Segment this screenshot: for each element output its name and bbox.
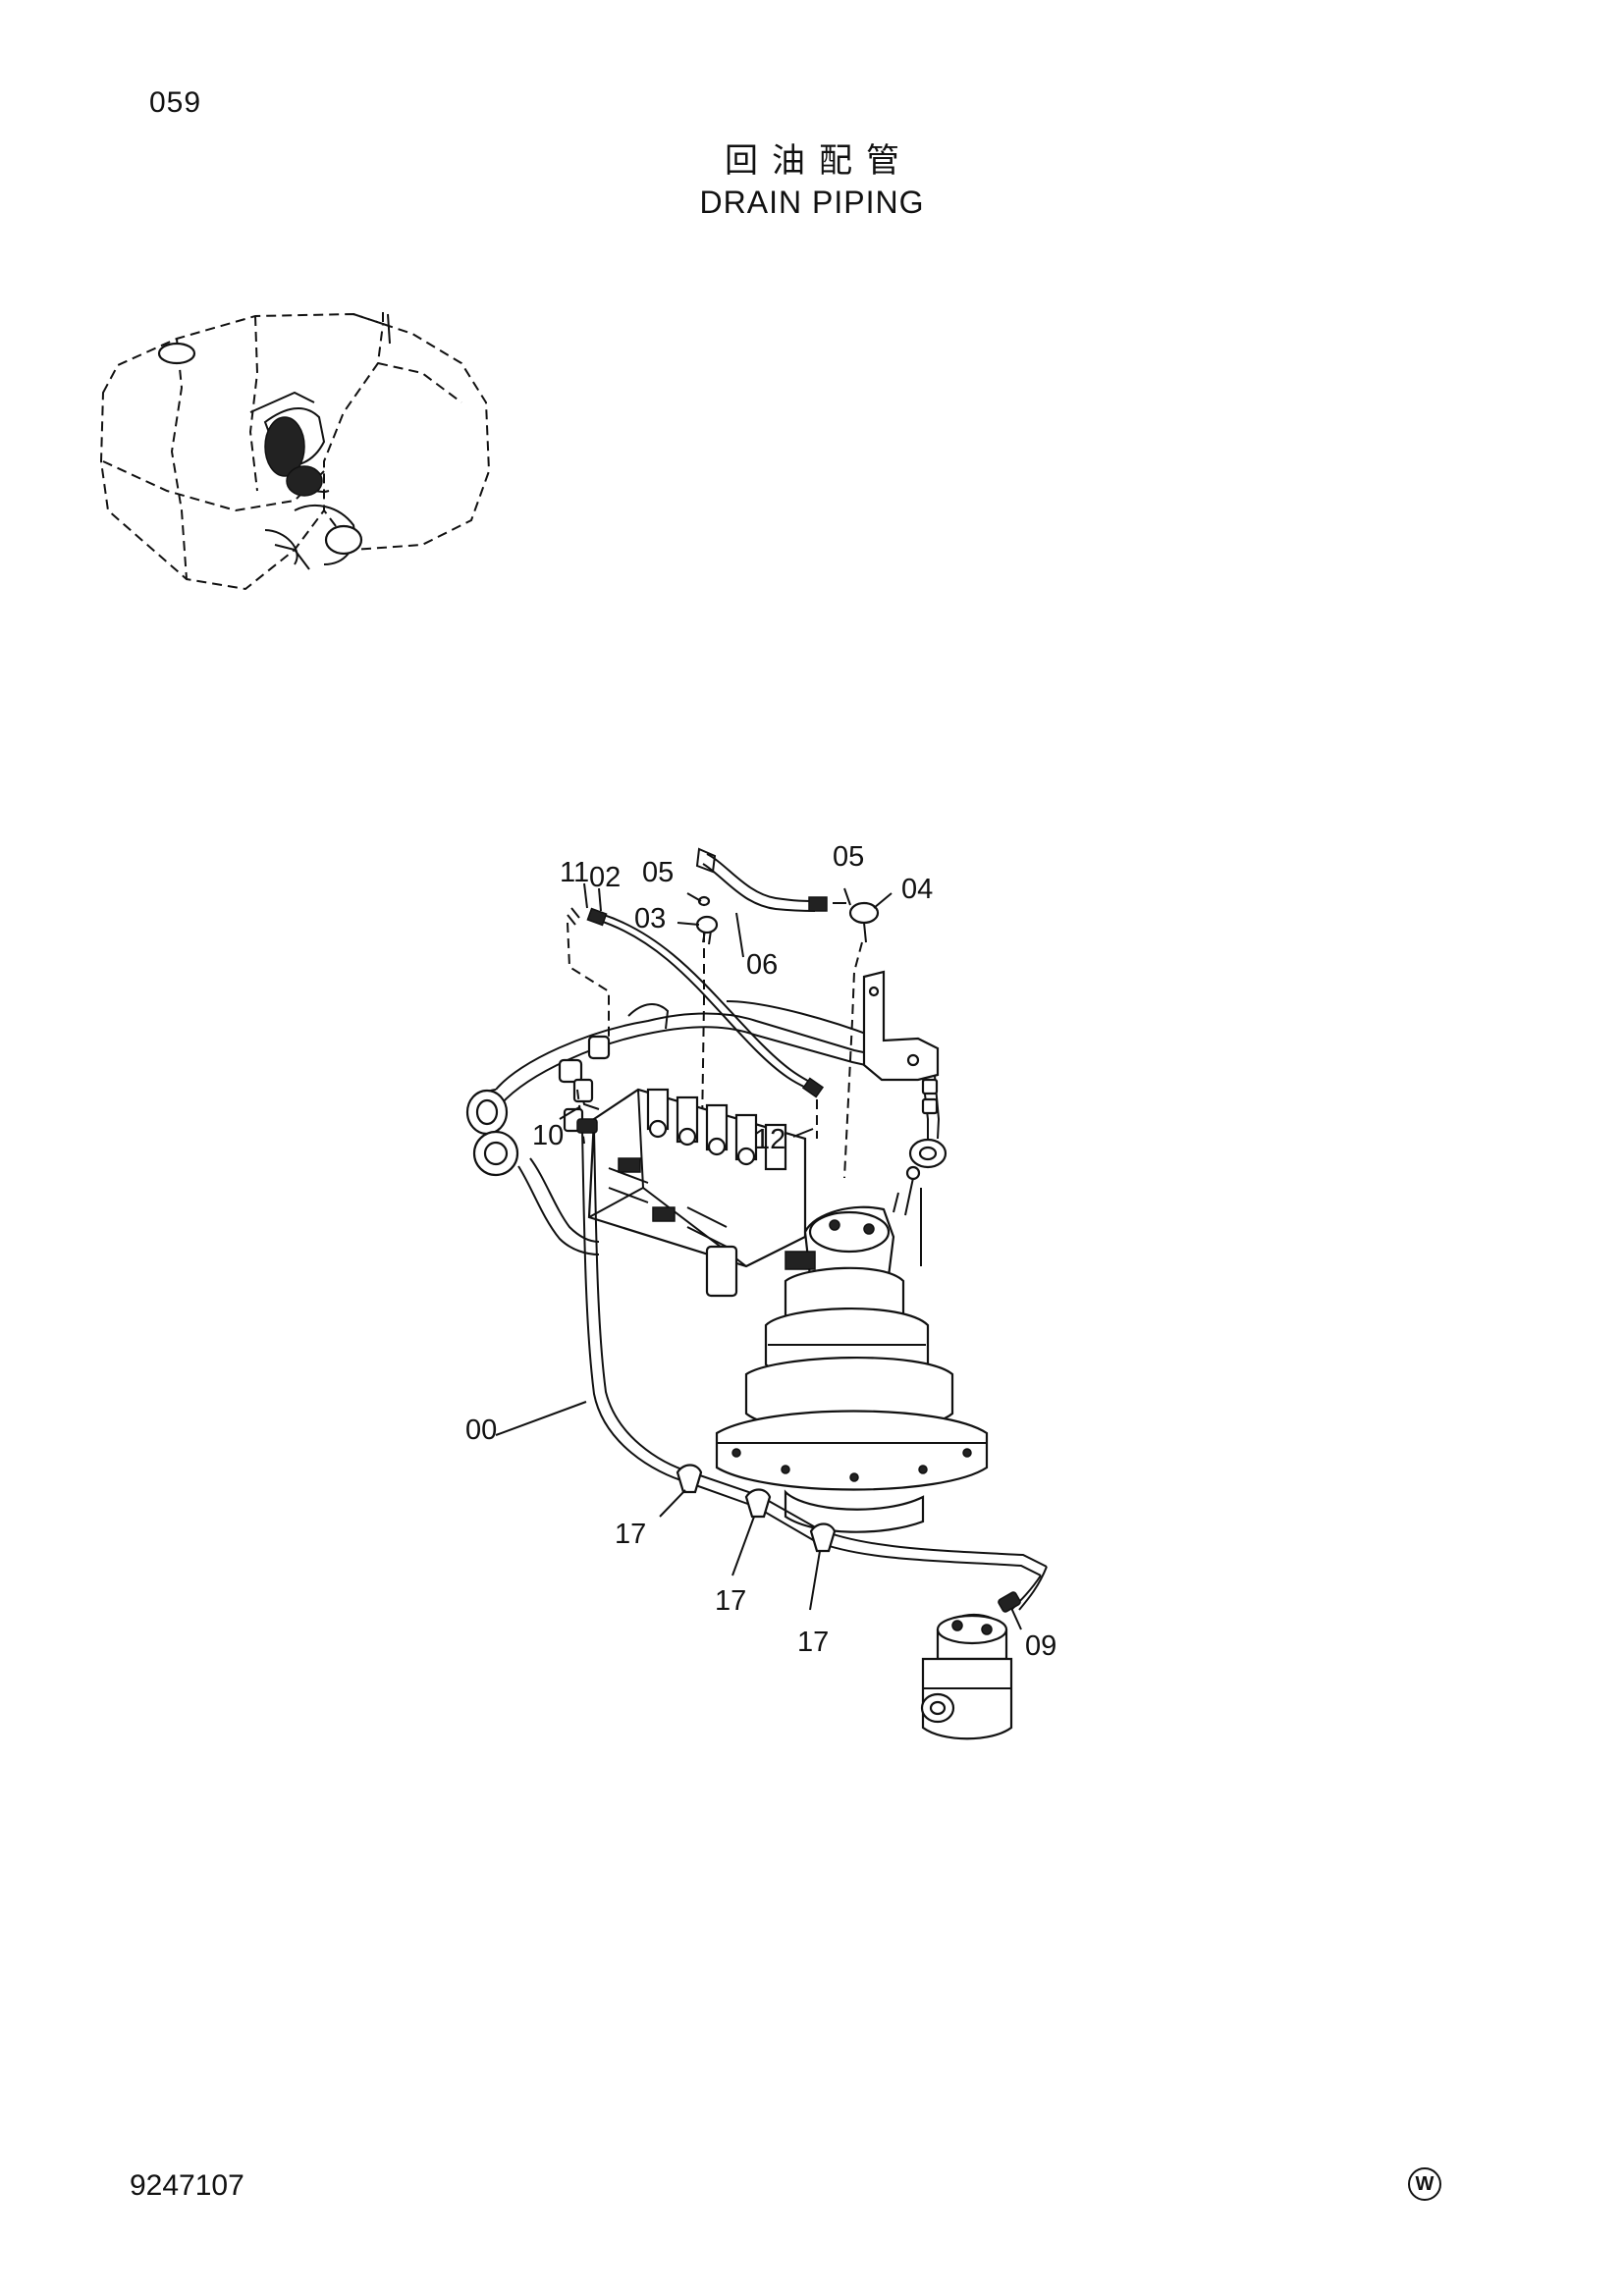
callout-04: 04 (901, 874, 933, 905)
title-chinese: 回油配管 (725, 141, 913, 181)
callout-02: 02 (589, 862, 621, 893)
callout-17-second: 17 (715, 1585, 746, 1617)
w-circle-mark: W (1408, 2167, 1441, 2201)
page-number: 059 (149, 86, 202, 119)
callout-12: 12 (754, 1124, 785, 1155)
callout-05-left: 05 (642, 857, 674, 888)
callout-11: 11 (560, 857, 589, 888)
callout-10: 10 (532, 1120, 564, 1151)
callout-05-right: 05 (833, 841, 864, 873)
overview-machine-illustration (99, 312, 491, 591)
callout-17-third: 17 (797, 1627, 829, 1658)
callout-09: 09 (1025, 1630, 1056, 1662)
swing-motor (715, 1165, 989, 1533)
document-id: 9247107 (130, 2169, 244, 2202)
drain-piping-diagram (465, 847, 1048, 1740)
callout-06: 06 (746, 949, 778, 981)
callout-03: 03 (634, 903, 666, 934)
center-joint (920, 1613, 1013, 1740)
callout-17-first: 17 (615, 1519, 646, 1550)
control-valve (587, 1088, 807, 1298)
callout-00: 00 (465, 1415, 497, 1446)
title-english: DRAIN PIPING (699, 185, 925, 220)
